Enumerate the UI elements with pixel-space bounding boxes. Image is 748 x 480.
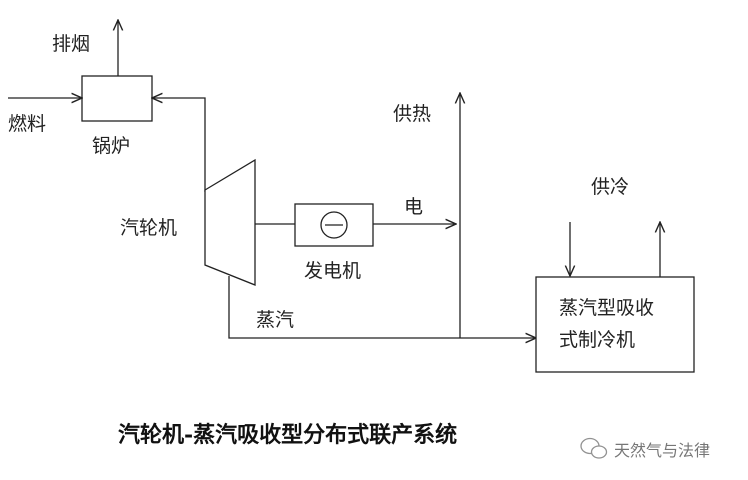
- turbine-label: 汽轮机: [120, 217, 177, 239]
- turbine-to-boiler-line: [152, 98, 206, 192]
- watermark-text: 天然气与法律: [614, 441, 710, 460]
- chiller-label-line2: 式制冷机: [559, 329, 635, 351]
- chiller-box: [535, 276, 695, 373]
- steam-line: [228, 276, 536, 338]
- fuel-label: 燃料: [8, 113, 46, 135]
- watermark: 天然气与法律: [580, 437, 710, 460]
- wechat-icon: [580, 437, 608, 459]
- generator-symbol: [320, 211, 348, 239]
- diagram-title: 汽轮机-蒸汽吸收型分布式联产系统: [118, 422, 457, 448]
- electricity-label: 电: [404, 196, 423, 218]
- generator-label: 发电机: [304, 260, 361, 282]
- boiler-box: [81, 75, 153, 122]
- cooling-supply-label: 供冷: [591, 176, 629, 198]
- turbine-shape: [204, 158, 256, 286]
- steam-label: 蒸汽: [256, 309, 294, 331]
- heat-supply-label: 供热: [393, 103, 431, 125]
- chiller-label-line1: 蒸汽型吸收: [559, 297, 654, 319]
- exhaust-label: 排烟: [52, 33, 90, 55]
- boiler-label: 锅炉: [92, 135, 130, 157]
